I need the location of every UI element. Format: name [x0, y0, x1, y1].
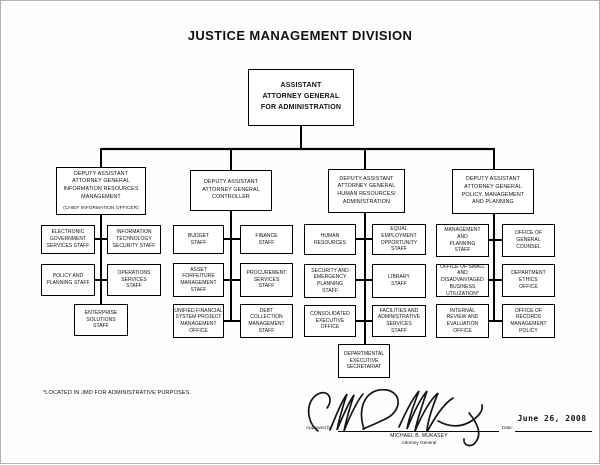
- box-library-staff: LIBRARY STAFF: [372, 264, 426, 298]
- box-department-ethics-office: DEPARTMENT ETHICS OFFICE: [502, 264, 555, 297]
- box-information-technology-security-staff: INFORMATION TECHNOLOGY SECURITY STAFF: [107, 225, 161, 254]
- box-asset-forfeiture-management-staff: ASSET FORFEITURE MANAGEMENT STAFF: [173, 263, 224, 297]
- box-enterprise-solutions-staff: ENTERPRISE SOLUTIONS STAFF: [74, 304, 128, 336]
- box-consolidated-executive-office: CONSOLIDATED EXECUTIVE OFFICE: [304, 305, 356, 337]
- date-value: June 26, 2008: [517, 414, 587, 423]
- signer-title: Attorney General: [401, 440, 437, 445]
- daag-irm-label: DEPUTY ASSISTANT ATTORNEY GENERAL INFORM…: [63, 170, 139, 200]
- page-title: JUSTICE MANAGEMENT DIVISION: [187, 28, 413, 43]
- box-budget-staff: BUDGET STAFF: [173, 225, 224, 254]
- footnote: *LOCATED IN JMD FOR ADMINISTRATIVE PURPO…: [43, 390, 192, 396]
- box-security-and-emergency-planning-staff: SECURITY AND EMERGENCY PLANNING STAFF: [304, 264, 356, 298]
- approved-by-label: Approved by:: [306, 425, 334, 430]
- box-departmental-executive-secretariat: DEPARTMENTAL EXECUTIVE SECRETARIAT: [338, 344, 390, 378]
- box-procurement-services-staff: PROCUREMENT SERVICES STAFF: [240, 263, 293, 297]
- signer-name: MICHAEL B. MUKASEY: [390, 433, 448, 439]
- box-policy-and-planning-staff: POLICY AND PLANNING STAFF: [41, 264, 95, 296]
- box-finance-staff: FINANCE STAFF: [240, 225, 293, 254]
- box-management-and-planning-staff: MANAGEMENT AND PLANNING STAFF: [436, 224, 489, 257]
- box-daag-information-resources-management: DEPUTY ASSISTANT ATTORNEY GENERAL INFORM…: [56, 167, 146, 215]
- box-debt-collection-management-staff: DEBT COLLECTION MANAGEMENT STAFF: [240, 304, 293, 338]
- box-internal-review-and-evaluation-office: INTERNAL REVIEW AND EVALUATION OFFICE: [436, 304, 489, 338]
- box-unified-financial-system-project-management-office: UNIFIED FINANCIAL SYSTEM PROJECT MANAGEM…: [173, 304, 224, 338]
- box-equal-employment-opportunity-staff: EQUAL EMPLOYMENT OPPORTUNITY STAFF: [372, 224, 426, 255]
- box-operations-services-staff: OPERATIONS SERVICES STAFF: [107, 264, 161, 296]
- daag-irm-sublabel: (CHIEF INFORMATION OFFICER): [63, 204, 139, 210]
- box-office-of-records-management-policy: OFFICE OF RECORDS MANAGEMENT POLICY: [502, 304, 555, 338]
- box-office-of-small-and-disadvantaged-business-utilization: OFFICE OF SMALL AND DISADVANTAGED BUSINE…: [436, 264, 489, 297]
- box-office-of-general-counsel: OFFICE OF GENERAL COUNSEL: [502, 224, 555, 257]
- date-label: Date:: [502, 425, 513, 430]
- box-electronic-government-services-staff: ELECTRONIC GOVERNMENT SERVICES STAFF: [41, 225, 95, 254]
- box-daag-controller: DEPUTY ASSISTANT ATTORNEY GENERAL CONTRO…: [190, 170, 272, 211]
- box-assistant-attorney-general-for-administration: ASSISTANT ATTORNEY GENERAL FOR ADMINISTR…: [248, 69, 354, 126]
- box-daag-human-resources-administration: DEPUTY ASSISTANT ATTORNEY GENERAL HUMAN …: [328, 169, 405, 213]
- handwritten-signature: [307, 388, 484, 447]
- box-human-resources: HUMAN RESOURCES: [304, 224, 356, 255]
- box-facilities-and-administrative-services-staff: FACILITIES AND ADMINISTRATIVE SERVICES S…: [372, 305, 426, 337]
- box-daag-policy-management-and-planning: DEPUTY ASSISTANT ATTORNEY GENERAL POLICY…: [452, 169, 534, 214]
